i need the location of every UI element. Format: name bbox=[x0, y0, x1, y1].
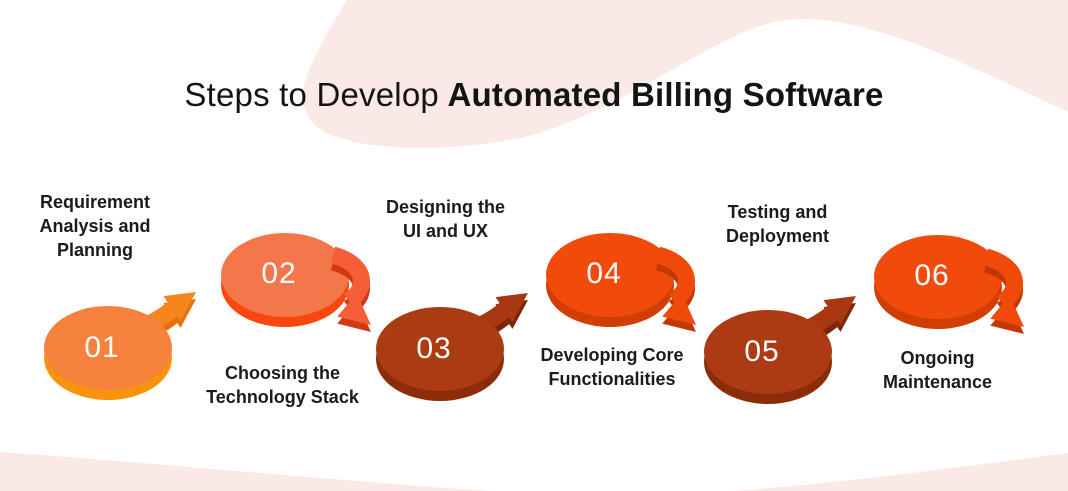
step-1-badge: 01 bbox=[40, 284, 200, 409]
step-4-badge-shape bbox=[546, 233, 696, 332]
step-6-label-line-1: Ongoing bbox=[900, 348, 975, 368]
step-1-number: 01 bbox=[84, 331, 120, 364]
step-6-badge: 06 bbox=[870, 219, 1030, 344]
step-1-label-line-3: Planning bbox=[57, 239, 133, 260]
step-4-label: Developing Core Functionalities bbox=[522, 344, 702, 392]
step-5-number: 05 bbox=[744, 335, 780, 368]
step-6-label: Ongoing Maintenance bbox=[860, 347, 1015, 395]
title-bold-text: Automated Billing Software bbox=[447, 76, 884, 113]
step-1-label-line-2: Analysis and bbox=[39, 215, 151, 236]
step-4-label-line-1: Developing Core bbox=[540, 345, 684, 365]
step-6-label-line-2: Maintenance bbox=[882, 371, 993, 392]
step-5-label-line-2: Deployment bbox=[725, 225, 830, 246]
step-1-label: Requirement Analysis and Planning bbox=[20, 191, 170, 262]
step-2-number: 02 bbox=[261, 257, 297, 290]
step-2-badge: 02 bbox=[217, 217, 377, 342]
step-5-badge: 05 bbox=[700, 288, 860, 413]
step-1-label-line-1: Requirement bbox=[39, 192, 151, 212]
step-2-badge-shape bbox=[221, 233, 371, 332]
step-5-badge-shape bbox=[704, 296, 856, 404]
title-regular-text: Steps to Develop bbox=[184, 76, 439, 113]
step-3-badge-shape bbox=[376, 293, 528, 401]
step-2-label-line-2: Technology Stack bbox=[206, 386, 359, 407]
bottom-wave-shape bbox=[0, 452, 1068, 491]
step-4-number: 04 bbox=[586, 257, 622, 290]
step-5-label-line-1: Testing and bbox=[727, 202, 828, 222]
step-2-label-line-1: Choosing the bbox=[225, 363, 340, 383]
step-3-badge: 03 bbox=[372, 285, 532, 410]
step-5-label: Testing and Deployment bbox=[705, 201, 850, 249]
step-6-number: 06 bbox=[914, 259, 950, 292]
step-3-label-line-2: UI and UX bbox=[402, 220, 488, 241]
step-3-label: Designing the UI and UX bbox=[368, 196, 523, 244]
step-3-number: 03 bbox=[416, 332, 452, 365]
step-6-badge-shape bbox=[874, 235, 1024, 334]
step-3-label-line-1: Designing the bbox=[385, 197, 505, 217]
step-2-label: Choosing the Technology Stack bbox=[185, 362, 380, 410]
step-4-label-line-2: Functionalities bbox=[548, 368, 676, 389]
step-4-badge: 04 bbox=[542, 217, 702, 342]
step-1-badge-shape bbox=[44, 292, 196, 400]
top-right-blob-shape bbox=[302, 0, 1068, 148]
